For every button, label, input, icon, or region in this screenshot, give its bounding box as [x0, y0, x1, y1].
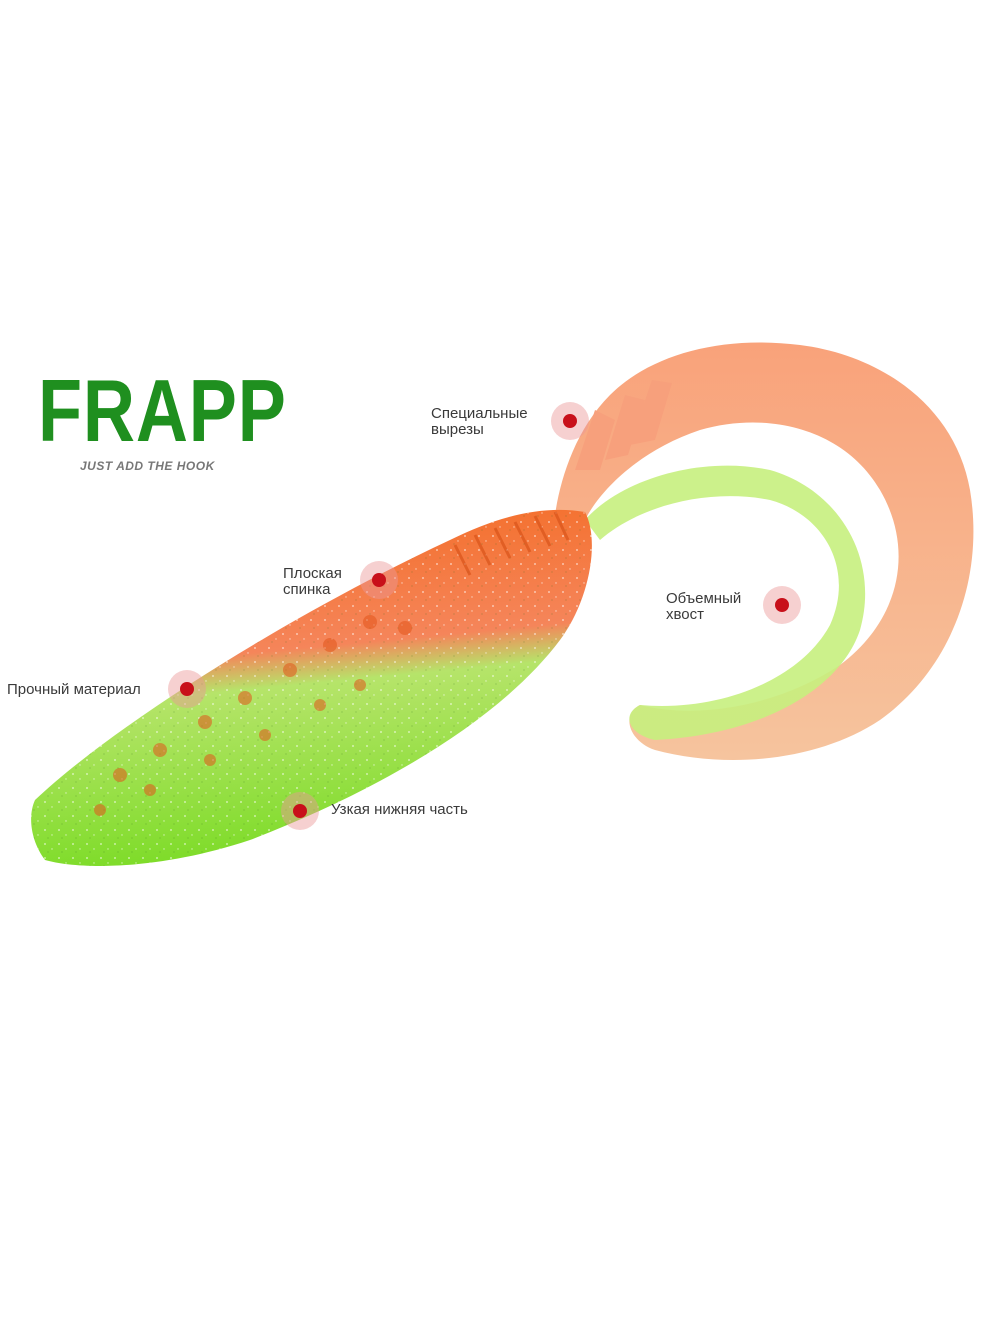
callout-marker-icon [551, 402, 589, 440]
lure-tail-outer [555, 342, 974, 760]
brand-logo-wordmark: FRAPP [38, 361, 287, 460]
callout-label-special-cuts: Специальные вырезы [431, 405, 528, 438]
callout-label-flat-back: Плоская спинка [283, 565, 342, 598]
callout-label-durable-material: Прочный материал [7, 681, 141, 698]
lure-cuts [575, 380, 672, 470]
callout-marker-icon [763, 586, 801, 624]
callout-marker-icon [168, 670, 206, 708]
callout-marker-icon [360, 561, 398, 599]
lure-back-ribs [453, 511, 570, 576]
lure-tail-stripe [585, 465, 866, 740]
brand-logo-tagline: JUST ADD THE HOOK [80, 459, 215, 473]
callout-label-narrow-bottom: Узкая нижняя часть [331, 801, 468, 818]
callout-marker-icon [281, 792, 319, 830]
lure-dimples [94, 615, 412, 816]
callout-label-volume-tail: Объемный хвост [666, 590, 742, 623]
